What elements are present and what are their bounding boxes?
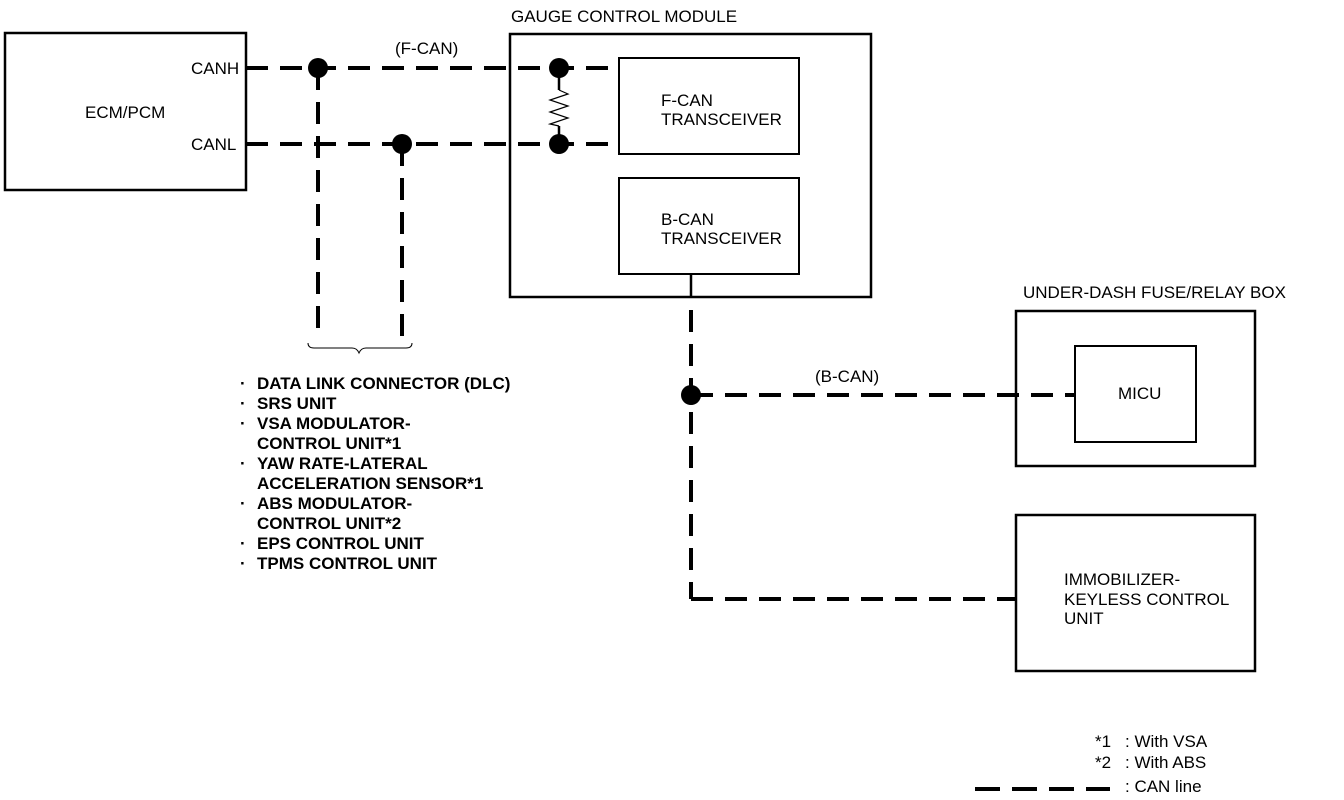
canh-junction-node <box>308 58 328 78</box>
legend-note2-text: : With ABS <box>1125 753 1206 772</box>
terminating-resistor-icon <box>547 89 570 127</box>
b-can-transceiver-label-line2: TRANSCEIVER <box>661 229 782 248</box>
list-item: YAW RATE-LATERAL <box>257 454 428 473</box>
micu-box <box>1074 345 1197 443</box>
f-can-transceiver-label-line1: F-CAN <box>661 91 713 110</box>
fuse-relay-box-outline <box>1014 309 1257 468</box>
list-item: EPS CONTROL UNIT <box>257 534 424 553</box>
canl-label: CANL <box>191 135 236 154</box>
immobilizer-label-line2: KEYLESS CONTROL <box>1064 590 1229 609</box>
list-item: ACCELERATION SENSOR*1 <box>257 474 483 493</box>
immobilizer-label-line3: UNIT <box>1064 609 1104 628</box>
list-item: VSA MODULATOR- <box>257 414 411 433</box>
micu-label: MICU <box>1118 384 1161 403</box>
legend-note2-key: *2 <box>1095 753 1111 772</box>
resistor-canh-node <box>549 58 569 78</box>
b-can-transceiver-label-line1: B-CAN <box>661 210 714 229</box>
b-can-bus: (B-CAN) <box>681 310 1075 601</box>
gauge-control-module: GAUGE CONTROL MODULE F-CAN TRANSCEIVER B… <box>508 7 873 299</box>
resistor-canl-node <box>549 134 569 154</box>
legend-note1-key: *1 <box>1095 732 1111 751</box>
list-item: DATA LINK CONNECTOR (DLC) <box>257 374 510 393</box>
list-bullet: · <box>240 414 246 433</box>
list-item: CONTROL UNIT*2 <box>257 514 401 533</box>
list-item: TPMS CONTROL UNIT <box>257 554 438 573</box>
list-bullet: · <box>240 374 246 393</box>
immobilizer-label-line1: IMMOBILIZER- <box>1064 570 1180 589</box>
ecm-pcm-box <box>3 31 248 192</box>
list-bullet: · <box>240 454 246 473</box>
legend-note1-text: : With VSA <box>1125 732 1208 751</box>
ecm-pcm-unit: ECM/PCM CANH CANL <box>3 31 248 192</box>
ecm-pcm-label: ECM/PCM <box>85 103 165 122</box>
immobilizer-box <box>1014 513 1257 673</box>
legend: *1 : With VSA *2 : With ABS : CAN line <box>975 732 1208 796</box>
list-item: ABS MODULATOR- <box>257 494 412 513</box>
list-bullet: · <box>240 534 246 553</box>
list-item: SRS UNIT <box>257 394 337 413</box>
b-can-transceiver-box <box>618 177 800 275</box>
list-item: CONTROL UNIT*1 <box>257 434 401 453</box>
list-bullet: · <box>240 494 246 513</box>
b-can-label: (B-CAN) <box>815 367 879 386</box>
connected-units-list: · DATA LINK CONNECTOR (DLC) · SRS UNIT ·… <box>240 374 510 573</box>
list-bullet: · <box>240 394 246 413</box>
f-can-bus: (F-CAN) <box>246 39 620 340</box>
f-can-label: (F-CAN) <box>395 39 458 58</box>
fuse-relay-box-title: UNDER-DASH FUSE/RELAY BOX <box>1023 283 1286 302</box>
canh-label: CANH <box>191 59 239 78</box>
list-bullet: · <box>240 554 246 573</box>
b-can-junction-node <box>681 385 701 405</box>
f-can-transceiver-label-line2: TRANSCEIVER <box>661 110 782 129</box>
connector-group-brace <box>307 342 413 355</box>
gauge-control-module-title: GAUGE CONTROL MODULE <box>511 7 737 26</box>
legend-can-line-text: : CAN line <box>1125 777 1202 796</box>
under-dash-fuse-relay-box: UNDER-DASH FUSE/RELAY BOX MICU <box>1014 283 1286 468</box>
f-can-transceiver-box <box>618 57 800 155</box>
immobilizer-keyless-control-unit: IMMOBILIZER- KEYLESS CONTROL UNIT <box>1014 513 1257 673</box>
canl-junction-node <box>392 134 412 154</box>
